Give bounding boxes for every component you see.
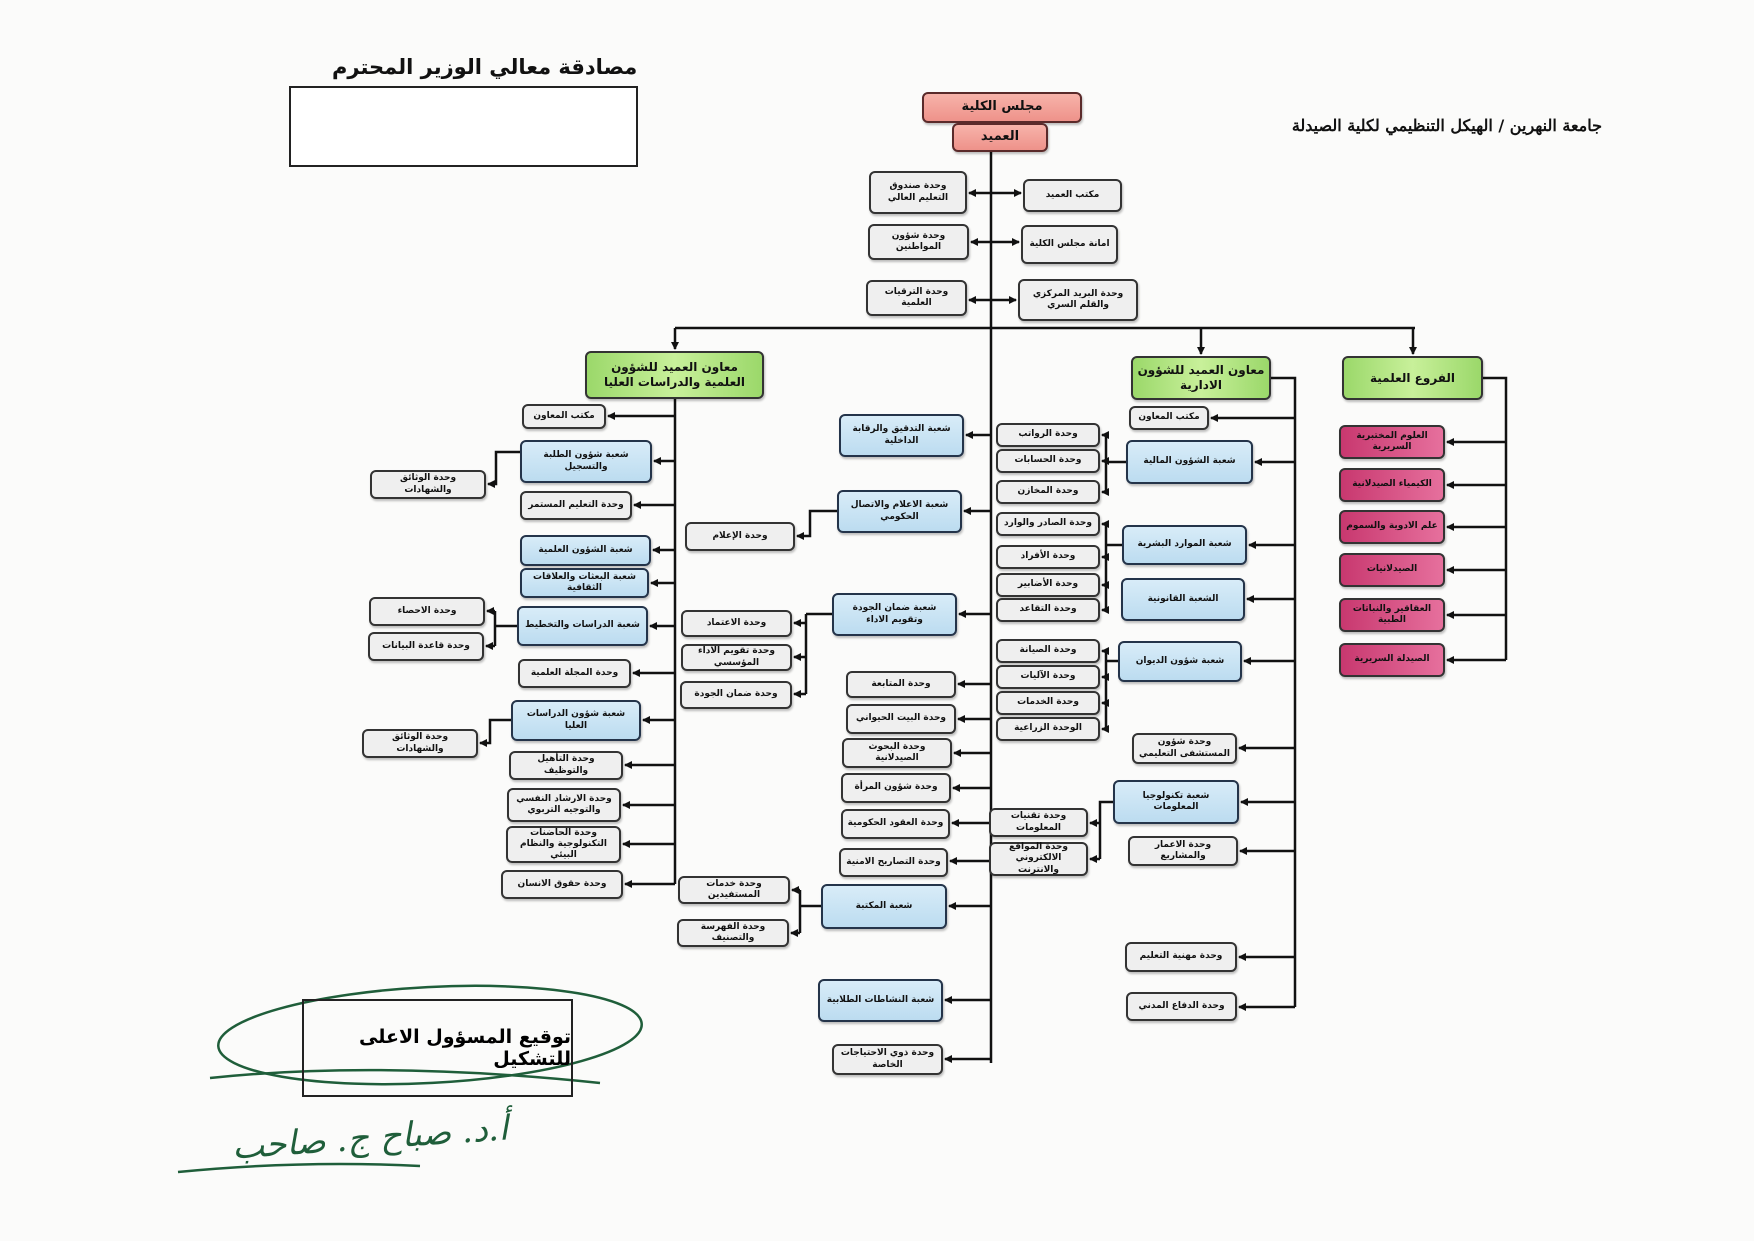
admin-item: وحدة الدفاع المدني	[1126, 992, 1237, 1021]
admin-assistant-dean: معاون العميد للشؤون الادارية	[1131, 356, 1271, 400]
scientific-assistant-dean: معاون العميد للشؤون العلمية والدراسات ال…	[585, 351, 764, 399]
middle-item: وحدة ذوي الاحتياجات الخاصة	[832, 1044, 943, 1075]
scientific-branches: الفروع العلمية	[1342, 356, 1483, 400]
middle-item: وحدة شؤون المرأة	[841, 773, 951, 803]
scientific-item: وحدة التأهيل والتوظيف	[509, 751, 623, 780]
branch-item: العلوم المختبرية السريرية	[1339, 425, 1445, 459]
middle-item: وحدة البحوث الصيدلانية	[842, 738, 952, 768]
admin-item: شعبة الشؤون المالية	[1126, 440, 1253, 484]
scientific-item: شعبة البعثات والعلاقات الثقافية	[520, 568, 649, 598]
middle-sub-unit: وحدة خدمات المستفيدين	[678, 876, 790, 904]
scientific-item: وحدة حقوق الانسان	[501, 870, 623, 899]
admin-item: مكتب المعاون	[1129, 406, 1209, 430]
admin-item: وحدة مهنية التعليم	[1125, 942, 1237, 972]
signature-box: توقيع المسؤول الاعلى للتشكيل	[302, 999, 573, 1097]
admin-item: شعبة شؤون الديوان	[1118, 641, 1242, 682]
admin-sub-unit: الوحدة الزراعية	[996, 717, 1100, 741]
approval-label: مصادقة معالي الوزير المحترم	[332, 55, 638, 79]
scientific-item: شعبة الدراسات والتخطيط	[517, 606, 648, 646]
middle-sub-unit: وحدة ضمان الجودة	[680, 681, 792, 709]
scientific-item: شعبة شؤون الدراسات العليا	[511, 700, 641, 741]
admin-item: وحدة شؤون المستشفى التعليمي	[1132, 733, 1237, 764]
signature-mark	[177, 984, 643, 1174]
scientific-sub-unit: وحدة الاحصاء	[369, 597, 485, 626]
scientific-item: وحدة المجلة العلمية	[518, 659, 631, 688]
admin-sub-unit: وحدة المخازن	[996, 480, 1100, 504]
dean-unit: مكتب العميد	[1023, 179, 1122, 212]
middle-item: وحدة المتابعة	[846, 671, 956, 698]
college-council: مجلس الكلية	[922, 92, 1082, 123]
admin-item: شعبة تكنولوجيا المعلومات	[1113, 780, 1239, 824]
admin-sub-unit: وحدة الصادر والوارد	[996, 512, 1100, 536]
admin-sub-unit: وحدة الحسابات	[996, 449, 1100, 473]
scientific-sub-unit: وحدة الوثائق والشهادات	[362, 729, 478, 758]
branch-item: العقاقير والنباتات الطبية	[1339, 598, 1445, 632]
admin-sub-unit: وحدة الصيانة	[996, 639, 1100, 663]
scientific-item: شعبة الشؤون العلمية	[520, 535, 651, 566]
middle-sub-unit: وحدة تقويم الاداء المؤسسي	[681, 644, 792, 671]
admin-item: شعبة الموارد البشرية	[1122, 525, 1247, 565]
branch-item: الصيدلانيات	[1339, 553, 1445, 587]
dean-unit: وحدة شؤون المواطنين	[868, 224, 969, 260]
middle-item: وحدة البيت الحيواني	[846, 704, 956, 734]
scientific-item: وحدة التعليم المستمر	[520, 491, 632, 520]
admin-sub-unit: وحدة الخدمات	[996, 691, 1100, 715]
branch-item: الصيدلة السريرية	[1339, 643, 1445, 677]
admin-sub-unit: وحدة الأفراد	[996, 545, 1100, 569]
scientific-sub-unit: وحدة قاعدة البيانات	[368, 632, 484, 661]
dean-unit: وحدة البريد المركزي والقلم السري	[1018, 279, 1138, 321]
admin-sub-unit: وحدة تقنيات المعلومات	[989, 808, 1088, 837]
signature-label: توقيع المسؤول الاعلى للتشكيل	[359, 1026, 571, 1070]
admin-sub-unit: وحدة الرواتب	[996, 423, 1100, 447]
approval-box	[289, 86, 638, 167]
dean: العميد	[952, 123, 1048, 152]
middle-item: شعبة ضمان الجودة وتقويم الاداء	[832, 593, 957, 636]
middle-item: وحدة العقود الحكومية	[841, 809, 950, 839]
admin-sub-unit: وحدة المواقع الالكتروني والانترنت	[989, 842, 1088, 876]
admin-item: الشعبة القانونية	[1121, 578, 1245, 621]
admin-item: وحدة الاعمار والمشاريع	[1128, 836, 1238, 866]
scientific-item: مكتب المعاون	[522, 404, 606, 429]
branch-item: علم الادوية والسموم	[1339, 510, 1445, 544]
scientific-item: وحدة الحاضنات التكنولوجية والنظام البيئي	[506, 826, 621, 863]
middle-item: شعبة المكتبة	[821, 884, 947, 929]
admin-sub-unit: وحدة الأضابير	[996, 573, 1100, 597]
middle-item: شعبة الاعلام والاتصال الحكومي	[837, 490, 962, 533]
middle-sub-unit: وحدة الفهرسة والتصنيف	[677, 919, 789, 947]
dean-unit: وحدة صندوق التعليم العالي	[869, 171, 967, 214]
branch-item: الكيمياء الصيدلانية	[1339, 468, 1445, 502]
scientific-sub-unit: وحدة الوثائق والشهادات	[370, 470, 486, 499]
middle-sub-unit: وحدة الإعلام	[685, 522, 795, 551]
scientific-item: وحدة الارشاد النفسي والتوجيه التربوي	[507, 788, 621, 822]
middle-item: وحدة التصاريح الامنية	[839, 848, 948, 877]
admin-sub-unit: وحدة الآليات	[996, 665, 1100, 689]
middle-sub-unit: وحدة الاعتماد	[681, 610, 792, 637]
dean-unit: وحدة الترقيات العلمية	[866, 280, 967, 316]
middle-item: شعبة النشاطات الطلابية	[818, 979, 943, 1022]
document-title: جامعة النهرين / الهيكل التنظيمي لكلية ال…	[1291, 116, 1602, 135]
middle-item: شعبة التدقيق والرقابة الداخلية	[839, 414, 964, 457]
dean-unit: امانة مجلس الكلية	[1021, 225, 1118, 264]
admin-sub-unit: وحدة التقاعد	[996, 598, 1100, 622]
scientific-item: شعبة شؤون الطلبة والتسجيل	[520, 440, 652, 483]
